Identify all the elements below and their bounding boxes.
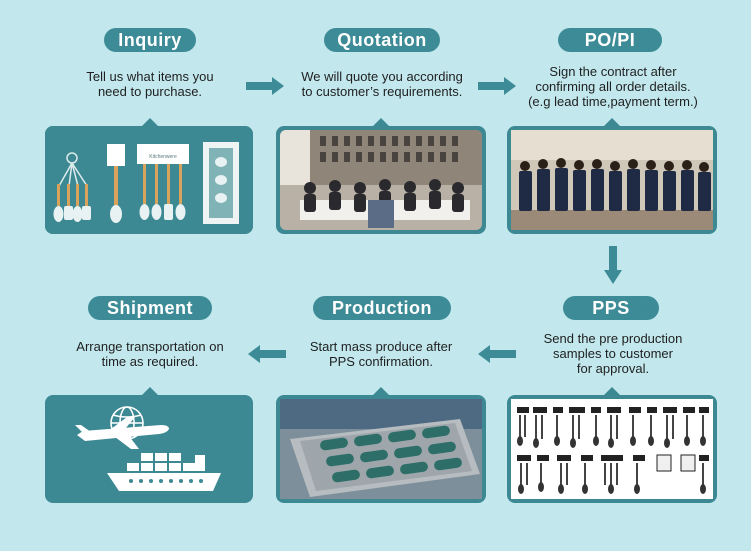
plane-globe-ship-icon: [75, 406, 221, 491]
utensil-set-photo: Kitchenwere: [45, 126, 253, 234]
svg-text:Kitchenwere: Kitchenwere: [149, 154, 177, 160]
pps-desc: Send the pre production samples to custo…: [543, 331, 683, 376]
arrow-left-icon: [478, 345, 516, 363]
production-card-notch: [373, 387, 389, 395]
inquiry-desc: Tell us what items you need to purchase.: [86, 69, 214, 99]
production-mold-photo: [280, 399, 482, 499]
quotation-card-notch: [373, 118, 389, 126]
popi-desc: Sign the contract after confirming all o…: [528, 64, 698, 109]
production-title: Production: [313, 296, 451, 320]
shipment-card-notch: [142, 387, 158, 395]
popi-title: PO/PI: [558, 28, 662, 52]
quotation-card: [276, 126, 486, 234]
quotation-title: Quotation: [324, 28, 440, 52]
arrow-down-icon: [604, 246, 622, 284]
office-meeting-photo: [280, 130, 482, 230]
popi-card-notch: [604, 118, 620, 126]
arrow-right-icon: [478, 77, 516, 95]
popi-card: [507, 126, 717, 234]
production-card: [276, 395, 486, 503]
arrow-right-icon: [246, 77, 284, 95]
production-desc: Start mass produce after PPS confirmatio…: [309, 339, 453, 369]
pps-card: [507, 395, 717, 503]
arrow-left-icon: [248, 345, 286, 363]
quotation-desc: We will quote you according to customer’…: [301, 69, 463, 99]
pps-card-notch: [604, 387, 620, 395]
pps-title: PPS: [563, 296, 659, 320]
product-samples-photo: [511, 399, 713, 499]
inquiry-card-notch: [142, 118, 158, 126]
shipment-title: Shipment: [88, 296, 212, 320]
shipment-card: [45, 395, 253, 503]
inquiry-title: Inquiry: [104, 28, 196, 52]
inquiry-card: Kitchenwere: [45, 126, 253, 234]
shipment-desc: Arrange transportation on time as requir…: [76, 339, 224, 369]
team-photo: [511, 130, 713, 230]
